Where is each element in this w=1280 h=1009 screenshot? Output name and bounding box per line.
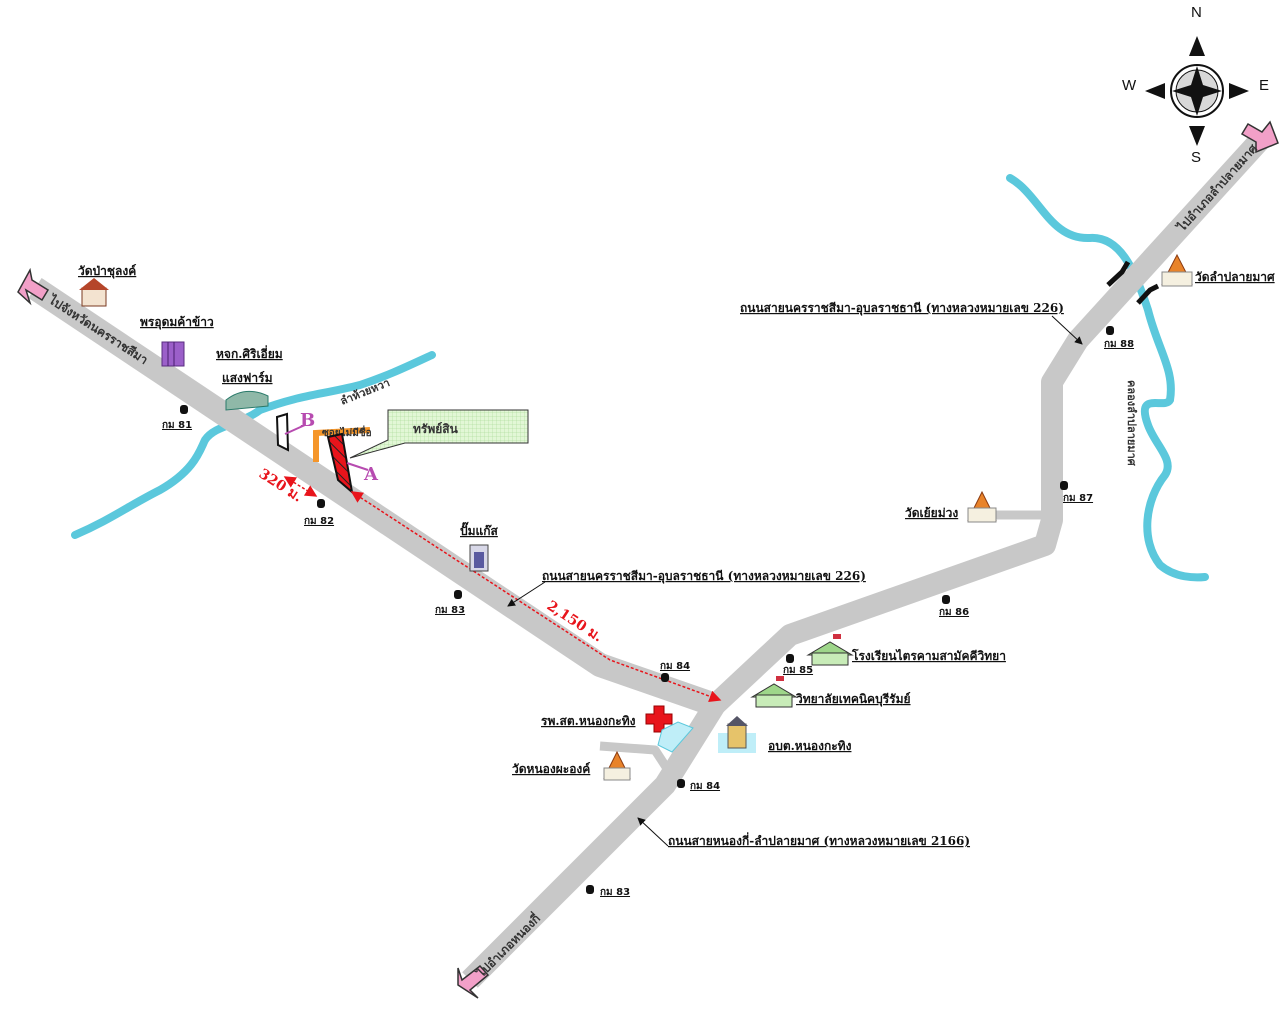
temple-icon bbox=[603, 750, 631, 781]
unnamed-soi bbox=[313, 427, 371, 462]
km-post-icon bbox=[1106, 326, 1114, 335]
landmark-farm-line1[interactable]: หจก.ศิริเอี่ยม bbox=[216, 345, 283, 361]
km-marker-85: กม 85 bbox=[783, 654, 813, 676]
landmark-tech-college[interactable]: วิทยาลัยเทคนิคบุรีรัมย์ bbox=[796, 692, 911, 707]
svg-text:กม 83: กม 83 bbox=[600, 887, 630, 898]
direction-label-nong-ki: ไปอำเภอหนองกี่ bbox=[471, 910, 543, 982]
km-post-icon bbox=[586, 885, 594, 894]
svg-text:กม 82: กม 82 bbox=[304, 516, 334, 527]
road-side-wat-nong bbox=[599, 741, 672, 773]
direction-label-lam-plai-mat: ไปอำเภอลำปลายมาศ bbox=[1173, 141, 1261, 236]
km-marker-87: กม 87 bbox=[1060, 481, 1093, 504]
km-marker-86: กม 86 bbox=[939, 595, 969, 618]
road-label-pointer bbox=[1051, 315, 1083, 345]
compass-rose-icon: N S W E bbox=[1122, 4, 1269, 166]
temple-icon bbox=[967, 490, 997, 523]
compass-e: E bbox=[1259, 77, 1269, 94]
waterway-khlong-label: คลองลำปลายมาศ bbox=[1125, 380, 1138, 467]
svg-text:กม 86: กม 86 bbox=[939, 607, 969, 618]
km-post-icon bbox=[942, 595, 950, 604]
km-post-icon bbox=[1060, 481, 1068, 490]
farm-barn-icon bbox=[225, 390, 269, 411]
temple-icon bbox=[1161, 253, 1193, 287]
property-callout-label: ทรัพย์สิน bbox=[413, 422, 459, 436]
road-label-226-east: ถนนสายนครราชสีมา-อุบลราชธานี (ทางหลวงหมา… bbox=[740, 301, 1064, 316]
road-highway-2166 bbox=[462, 699, 725, 988]
compass-s: S bbox=[1191, 149, 1201, 166]
road-label-pointer bbox=[507, 581, 546, 607]
svg-text:กม 84: กม 84 bbox=[660, 661, 690, 672]
college-icon bbox=[750, 676, 798, 708]
km-marker-84a: กม 84 bbox=[660, 661, 690, 682]
house-icon bbox=[79, 278, 109, 307]
svg-text:กม 87: กม 87 bbox=[1063, 493, 1093, 504]
svg-text:กม 88: กม 88 bbox=[1104, 339, 1134, 350]
distance-line-2150 bbox=[350, 491, 722, 703]
landmark-wat-yoei-muang[interactable]: วัดเย้ยม่วง bbox=[905, 506, 958, 520]
compass-n: N bbox=[1191, 4, 1202, 21]
landmark-wat-pa-chulong[interactable]: วัดป่าชุลงค์ bbox=[78, 264, 136, 279]
river-khlong bbox=[1006, 174, 1209, 582]
distance-line-320 bbox=[283, 476, 318, 497]
svg-text:กม 81: กม 81 bbox=[162, 420, 192, 431]
marker-b: B bbox=[300, 410, 315, 431]
pointer-b bbox=[284, 424, 306, 435]
property-plot-b[interactable] bbox=[275, 412, 290, 452]
landmark-wat-nong-pha-ong[interactable]: วัดหนองผะองค์ bbox=[512, 762, 590, 776]
marker-a: A bbox=[363, 464, 379, 485]
pond-icon bbox=[657, 721, 694, 753]
arrow-to-lam-plai-mat[interactable] bbox=[1240, 120, 1279, 154]
km-post-icon bbox=[661, 673, 669, 682]
km-post-icon bbox=[786, 654, 794, 663]
pointer-a bbox=[346, 462, 369, 471]
km-post-icon bbox=[677, 779, 685, 788]
km-post-icon bbox=[317, 499, 325, 508]
km-marker-84b: กม 84 bbox=[677, 779, 720, 792]
landmark-farm-line2[interactable]: แสงฟาร์ม bbox=[222, 371, 273, 385]
km-marker-83b: กม 83 bbox=[586, 885, 630, 898]
svg-text:กม 83: กม 83 bbox=[435, 605, 465, 616]
property-callout bbox=[349, 409, 529, 459]
bridge-icon bbox=[1106, 260, 1160, 305]
landmark-rice-mill[interactable]: พรอุดมค้าข้าว bbox=[140, 315, 214, 330]
school-icon bbox=[806, 634, 854, 666]
km-marker-82: กม 82 bbox=[304, 499, 334, 527]
arrow-to-nong-ki[interactable] bbox=[457, 964, 490, 999]
landmark-school[interactable]: โรงเรียนไตรคามสามัคคีวิทยา bbox=[851, 648, 1006, 663]
gas-pump-icon bbox=[469, 544, 489, 572]
svg-text:กม 84: กม 84 bbox=[690, 781, 720, 792]
road-label-pointer bbox=[637, 817, 669, 847]
road-label-226-west: ถนนสายนครราชสีมา-อุบลราชธานี (ทางหลวงหมา… bbox=[542, 569, 866, 584]
road-label-2166: ถนนสายหนองกี่-ลำปลายมาศ (ทางหลวงหมายเลข … bbox=[668, 832, 970, 848]
landmark-gas-station[interactable]: ปั๊มแก๊ส bbox=[460, 521, 499, 538]
landmark-health-center[interactable]: รพ.สต.หนองกะทิง bbox=[541, 714, 636, 728]
km-marker-88: กม 88 bbox=[1104, 326, 1134, 350]
landmark-sao[interactable]: อบต.หนองกะทิง bbox=[768, 739, 852, 753]
svg-text:กม 85: กม 85 bbox=[783, 665, 813, 676]
km-post-icon bbox=[454, 590, 462, 599]
sao-building-icon bbox=[718, 716, 756, 753]
km-post-icon bbox=[180, 405, 188, 414]
km-marker-83: กม 83 bbox=[435, 590, 465, 616]
landmark-wat-lam-plai-mat[interactable]: วัดลำปลายมาศ bbox=[1195, 270, 1275, 284]
rice-mill-icon bbox=[161, 341, 185, 367]
km-marker-81: กม 81 bbox=[162, 405, 192, 431]
arrow-to-nakhon-ratchasima[interactable] bbox=[17, 267, 50, 306]
compass-w: W bbox=[1122, 77, 1137, 94]
